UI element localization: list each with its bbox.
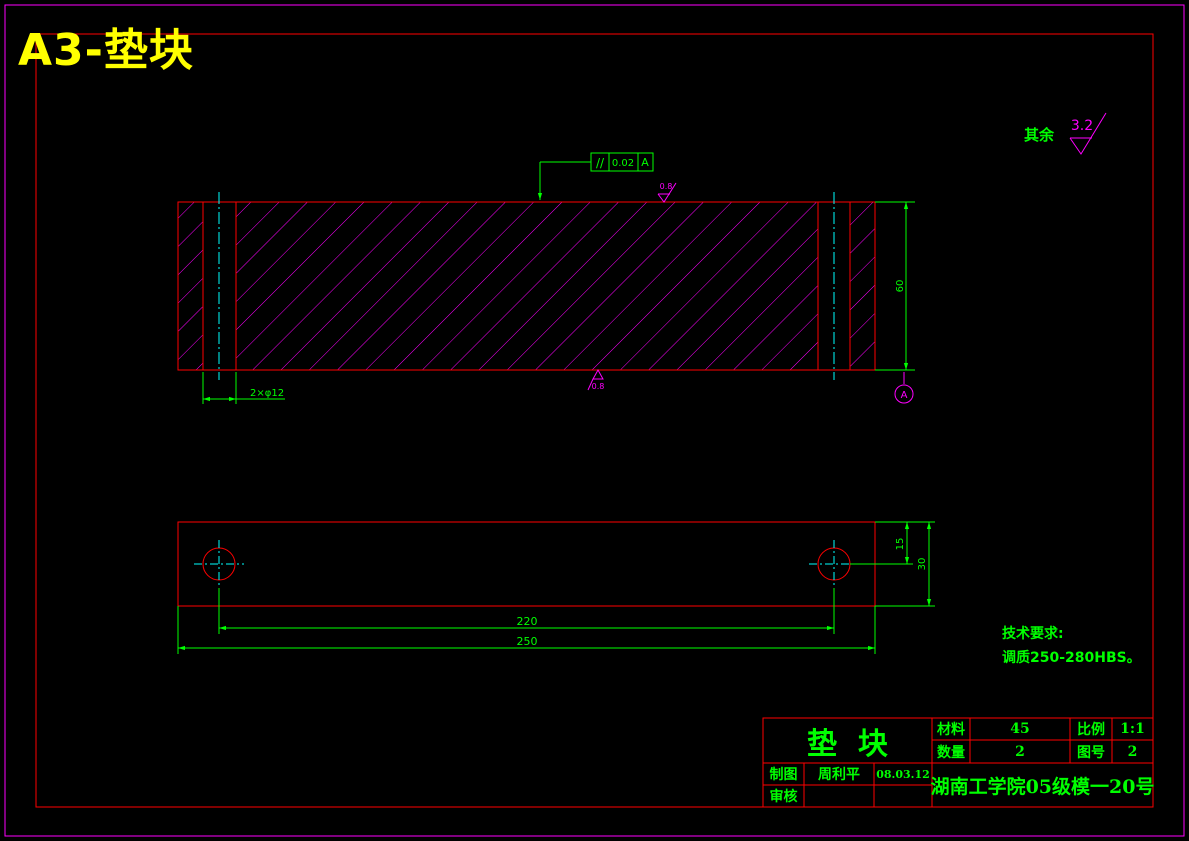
sheet-title: A3-垫块 <box>18 25 194 76</box>
title-block-grid <box>762 717 1154 808</box>
dim-length: 250 <box>517 635 538 648</box>
technical-requirements: 技术要求: 调质250-280HBS。 <box>1002 622 1141 670</box>
roughness-symbol-bottom <box>587 368 604 391</box>
front-view: // 0.02 A 0.8 0.8 2×φ12 60 A <box>177 152 915 404</box>
school-info: 湖南工学院05级模一20号 <box>930 775 1155 798</box>
hatch-middle <box>236 202 818 370</box>
tolerance-value: 0.02 <box>612 158 634 169</box>
dim-hole-center: 15 <box>895 538 906 551</box>
roughness-rest: 3.2 <box>1069 112 1107 155</box>
drawing-date: 08.03.12 <box>876 767 930 781</box>
outer-frame <box>4 4 1185 837</box>
datum-circle <box>894 384 914 404</box>
roughness-rest-value: 3.2 <box>1071 118 1093 134</box>
roughness-rest-symbol <box>1069 112 1107 155</box>
top-outline <box>177 521 876 607</box>
drawn-label: 制图 <box>769 767 798 783</box>
top-view: 15 30 220 250 <box>177 521 935 654</box>
hatch-right <box>850 202 875 370</box>
front-outline <box>177 201 876 371</box>
roughness-value-top: 0.8 <box>660 182 673 191</box>
checked-label: 审核 <box>769 789 798 805</box>
drawing-border <box>35 33 1154 808</box>
datum-letter: A <box>641 156 649 169</box>
parallelism-symbol: // <box>596 156 605 170</box>
datum-circle-letter: A <box>901 390 908 401</box>
material-value: 45 <box>1010 721 1030 737</box>
quantity-label: 数量 <box>937 744 965 761</box>
scale-label: 比例 <box>1077 722 1105 738</box>
dim-height: 60 <box>895 280 906 293</box>
quantity-value: 2 <box>1015 743 1025 760</box>
scale-value: 1:1 <box>1120 721 1145 737</box>
roughness-value-bottom: 0.8 <box>592 382 605 391</box>
hole-callout: 2×φ12 <box>250 388 284 399</box>
hatch-left <box>178 202 203 370</box>
notes-line: 调质250-280HBS。 <box>1002 650 1141 666</box>
drawing-no-value: 2 <box>1127 743 1138 760</box>
dim-width-side: 30 <box>917 558 928 571</box>
roughness-rest-label: 其余 <box>1024 126 1055 144</box>
roughness-symbol-top <box>657 182 677 203</box>
notes-heading: 技术要求: <box>1002 626 1064 642</box>
material-label: 材料 <box>937 722 965 738</box>
tolerance-frame <box>590 152 654 172</box>
drawing-no-label: 图号 <box>1077 744 1105 761</box>
part-name: 垫 块 <box>807 726 888 762</box>
drawn-by: 周利平 <box>818 767 860 783</box>
dim-hole-pitch: 220 <box>517 615 538 628</box>
